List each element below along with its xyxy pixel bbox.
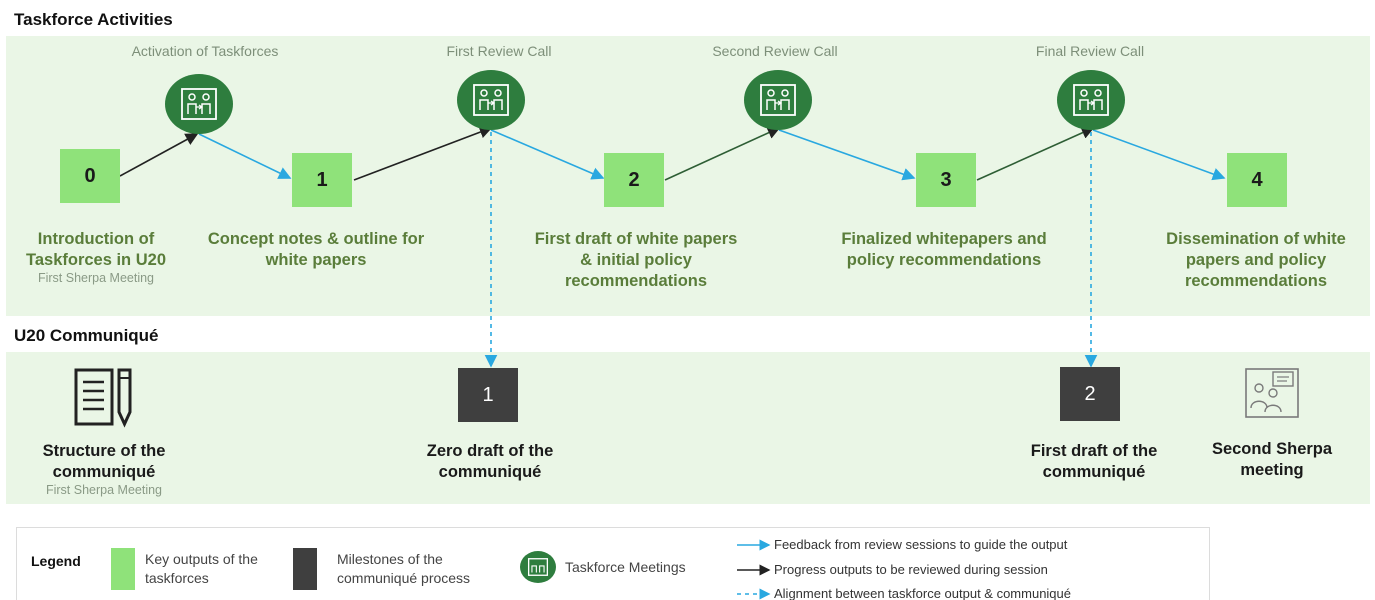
legend: Legend Key outputs of the taskforces Mil…: [16, 527, 1210, 600]
progress-arrow-0: [119, 133, 199, 177]
meeting-label-final-review: Final Review Call: [1035, 43, 1145, 59]
key-output-box-3: 3: [916, 153, 976, 207]
legend-key-output-swatch: [111, 548, 135, 590]
meeting-room-icon: [473, 84, 509, 116]
legend-key-outputs-label: Key outputs of the taskforces: [145, 551, 258, 586]
taskforce-meeting-icon: [1057, 70, 1125, 130]
progress-arrow-1: [353, 125, 493, 181]
communique-band: [6, 352, 1370, 504]
feedback-arrow-4: [1092, 129, 1226, 181]
legend-alignment-label: Alignment between taskforce output & com…: [774, 586, 1072, 600]
legend-meetings-label: Taskforce Meetings: [565, 559, 686, 575]
output-description: Introduction of Taskforces in U20: [25, 230, 166, 269]
meeting-room-icon: [760, 84, 796, 116]
output-text-2: First draft of white papers & initial po…: [534, 230, 738, 290]
structure-description: Structure of the communiqué: [42, 442, 166, 481]
taskforce-section-title: Taskforce Activities: [14, 10, 173, 29]
document-pen-icon: [72, 366, 136, 428]
structure-sub-text: First Sherpa Meeting: [45, 483, 163, 497]
key-output-box-2: 2: [604, 153, 664, 207]
output-text-4: Dissemination of white papers and policy…: [1166, 230, 1346, 290]
meeting-presentation-icon: [1243, 366, 1301, 420]
taskforce-meeting-icon: [165, 74, 233, 134]
communique-structure-text: Structure of the communiqué First Sherpa…: [14, 441, 194, 498]
output-text-3: Finalized whitepapers and policy recomme…: [841, 230, 1047, 269]
communique-section-title: U20 Communiqué: [14, 326, 159, 345]
taskforce-meeting-icon: [457, 70, 525, 130]
key-output-box-1: 1: [292, 153, 352, 207]
meeting-label-second-review: Second Review Call: [712, 43, 838, 59]
milestone-text-2: First draft of the communiqué: [1030, 442, 1158, 481]
output-text-0: Introduction of Taskforces in U20 First …: [12, 229, 180, 286]
taskforce-band: [6, 36, 1370, 316]
feedback-arrow-2: [490, 129, 605, 180]
taskforce-meeting-icon: [744, 70, 812, 130]
key-output-box-0: 0: [60, 149, 120, 203]
feedback-arrow-1: [198, 133, 292, 179]
key-output-box-4: 4: [1227, 153, 1287, 207]
meeting-room-icon: [181, 88, 217, 120]
milestone-box-2: 2: [1060, 367, 1120, 421]
legend-feedback-label: Feedback from review sessions to guide t…: [774, 537, 1068, 552]
legend-meeting-icon: [520, 551, 556, 583]
feedback-arrow-3: [778, 129, 916, 181]
legend-arrow-samples: [737, 539, 771, 600]
legend-progress-label: Progress outputs to be reviewed during s…: [774, 562, 1048, 577]
legend-milestone-swatch: [293, 548, 317, 590]
second-sherpa-text: Second Sherpa meeting: [1211, 440, 1333, 479]
milestone-box-1: 1: [458, 368, 518, 422]
meeting-label-activation: Activation of Taskforces: [131, 43, 279, 59]
progress-arrow-3: [976, 126, 1095, 181]
legend-milestones-label: Milestones of the communiqué process: [337, 551, 471, 586]
output-sub-text: First Sherpa Meeting: [37, 271, 155, 285]
output-text-1: Concept notes & outline for white papers: [207, 230, 425, 269]
meeting-room-icon: [1073, 84, 1109, 116]
meeting-label-first-review: First Review Call: [446, 43, 552, 59]
legend-title: Legend: [31, 553, 81, 569]
milestone-text-1: Zero draft of the communiqué: [426, 442, 554, 481]
progress-arrow-2: [664, 126, 781, 181]
